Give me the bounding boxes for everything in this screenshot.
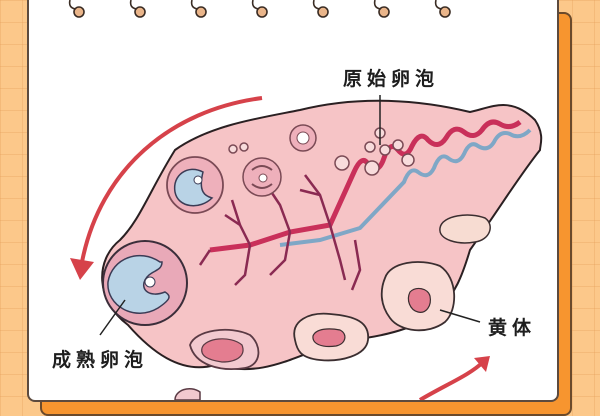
cycle-arrow-top-left <box>80 96 263 263</box>
corpus-albicans <box>439 214 491 244</box>
cycle-arrow-bottom-right <box>418 360 485 400</box>
antral-follicle <box>166 156 224 214</box>
label-mature-follicle: 成熟卵泡 <box>52 349 149 371</box>
vein-vessel <box>279 128 532 247</box>
corpus-luteum <box>380 261 456 332</box>
primordial-follicles <box>228 127 415 176</box>
arrowhead-down-icon <box>70 258 94 280</box>
mature-follicle <box>102 240 188 326</box>
forming-corpus-luteum <box>293 312 369 362</box>
arrowhead-up-icon <box>474 356 490 372</box>
leader-line-corpus <box>439 309 481 323</box>
ruptured-follicle <box>174 328 260 400</box>
growing-follicle <box>242 124 317 197</box>
leader-line-mature <box>99 299 126 336</box>
ring-icon <box>68 0 451 18</box>
label-primordial-follicle: 原始卵泡 <box>343 68 440 90</box>
ovary-diagram <box>70 95 543 400</box>
label-corpus-luteum: 黄体 <box>488 317 537 339</box>
vessel-branches <box>198 174 362 291</box>
spiral-binding <box>68 0 451 18</box>
